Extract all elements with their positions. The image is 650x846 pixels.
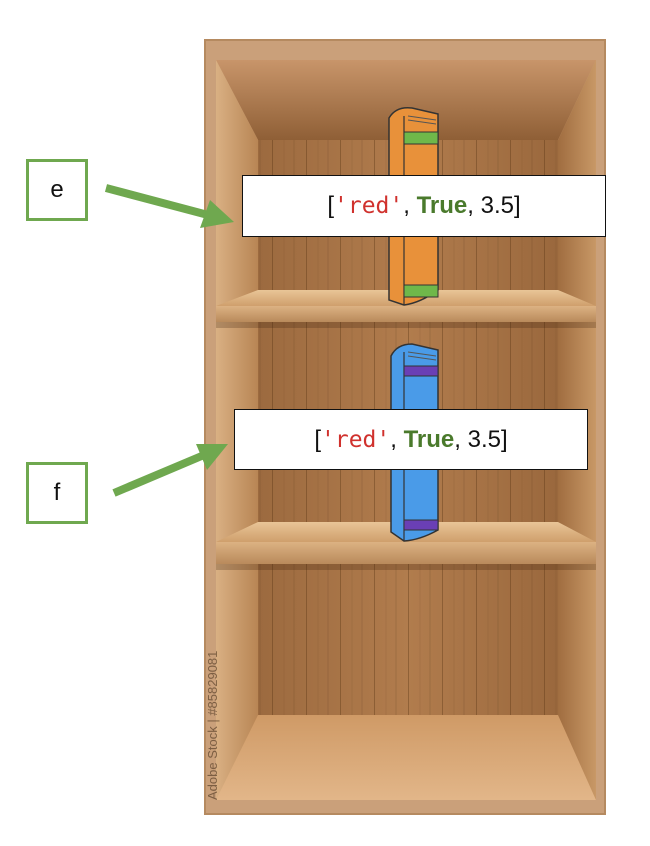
- separator: ,: [454, 425, 468, 453]
- separator: ,: [467, 192, 481, 219]
- string-value: 'red': [321, 426, 391, 453]
- number-value: 3.5: [480, 192, 514, 219]
- bracket-open: [: [327, 192, 334, 219]
- separator: ,: [403, 192, 417, 219]
- arrow-f-icon: [112, 444, 228, 497]
- arrow-e-icon: [104, 184, 234, 228]
- code-box-bottom: ['red', True, 3.5]: [234, 409, 588, 470]
- bracket-open: [: [314, 425, 321, 453]
- top-panel: [216, 60, 596, 140]
- bracket-close: ]: [514, 192, 521, 219]
- code-box-top: ['red', True, 3.5]: [242, 175, 606, 237]
- boolean-value: True: [416, 192, 468, 219]
- watermark: Adobe Stock | #85829081: [205, 650, 220, 800]
- shelf-1-front: [216, 306, 596, 322]
- number-value: 3.5: [467, 425, 501, 453]
- bracket-close: ]: [501, 425, 508, 453]
- bottom-panel: [216, 715, 596, 800]
- separator: ,: [390, 425, 404, 453]
- shelf-2-front: [216, 542, 596, 564]
- label-f: f: [26, 462, 88, 524]
- label-e: e: [26, 159, 88, 221]
- string-value: 'red': [334, 193, 404, 219]
- boolean-value: True: [403, 425, 455, 453]
